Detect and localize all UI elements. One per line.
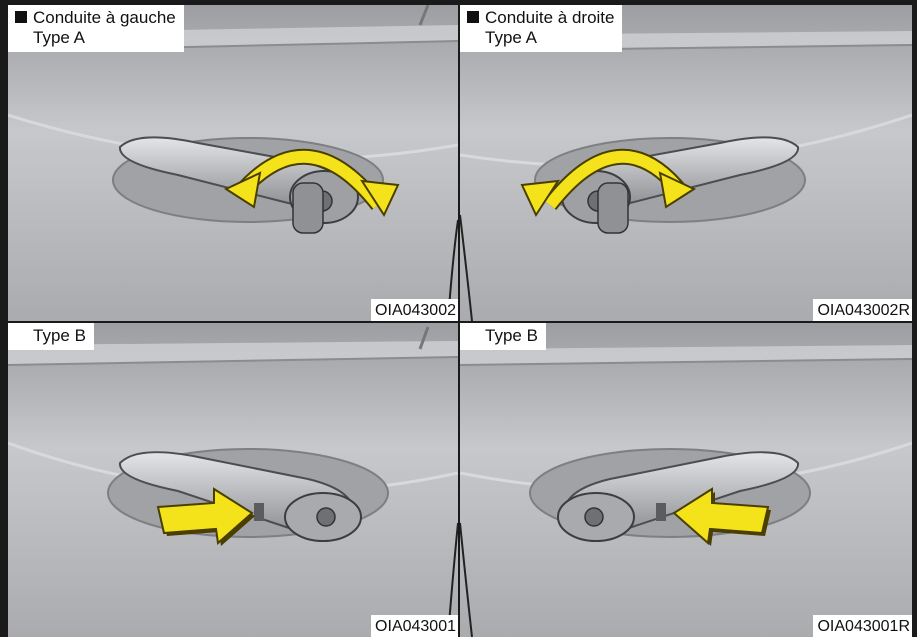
caption-heading: Conduite à droite — [485, 8, 615, 27]
panel-rhd-type-b: Type B OIA043001R — [460, 323, 912, 637]
door-handle-illustration — [8, 5, 458, 321]
panel-caption: Conduite à droite Type A — [460, 5, 623, 52]
figure-code: OIA043001 — [371, 615, 458, 637]
panel-rhd-type-a: Conduite à droite Type A OIA043002R — [460, 5, 912, 321]
panel-caption: Type B — [8, 323, 94, 350]
panel-lhd-type-b: Type B OIA043001 — [8, 323, 458, 637]
door-handle-illustration — [460, 323, 912, 637]
figure-code: OIA043002R — [813, 299, 912, 321]
panel-lhd-type-a: Conduite à gauche Type A OIA043002 — [8, 5, 458, 321]
figure-code: OIA043001R — [813, 615, 912, 637]
caption-heading: Conduite à gauche — [33, 8, 176, 27]
panel-caption: Conduite à gauche Type A — [8, 5, 184, 52]
caption-subheading: Type A — [33, 28, 85, 47]
caption-subheading: Type B — [485, 326, 538, 345]
caption-subheading: Type A — [485, 28, 537, 47]
bullet-square-icon — [467, 11, 479, 23]
figure-code: OIA043002 — [371, 299, 458, 321]
door-handle-illustration — [8, 323, 458, 637]
door-handle-illustration — [460, 5, 912, 321]
panel-caption: Type B — [460, 323, 546, 350]
bullet-square-icon — [15, 11, 27, 23]
caption-subheading: Type B — [33, 326, 86, 345]
